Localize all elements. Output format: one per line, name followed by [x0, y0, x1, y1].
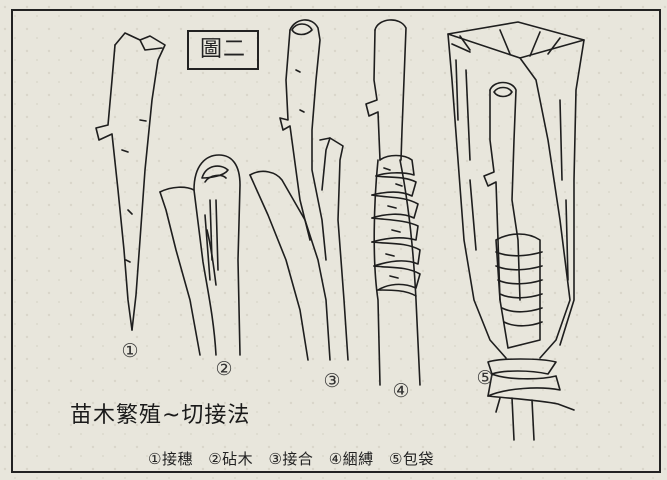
legend-item-bagging: ⑤包袋 — [389, 450, 434, 468]
label-scion: ① — [118, 340, 142, 362]
label-bagging: ⑤ — [473, 367, 497, 389]
legend-item-scion: ①接穗 — [148, 450, 193, 468]
legend-item-binding: ④綑縛 — [329, 450, 374, 468]
legend-item-joining: ③接合 — [268, 450, 313, 468]
label-binding: ④ — [389, 380, 413, 402]
figure-legend: ①接穗 ②砧木 ③接合 ④綑縛 ⑤包袋 — [148, 448, 444, 469]
figure-title: 圖二 — [187, 30, 259, 70]
label-rootstock: ② — [212, 358, 236, 380]
legend-item-rootstock: ②砧木 — [208, 450, 253, 468]
figure-caption: 苗木繁殖~切接法 — [70, 397, 250, 429]
label-joining: ③ — [320, 370, 344, 392]
